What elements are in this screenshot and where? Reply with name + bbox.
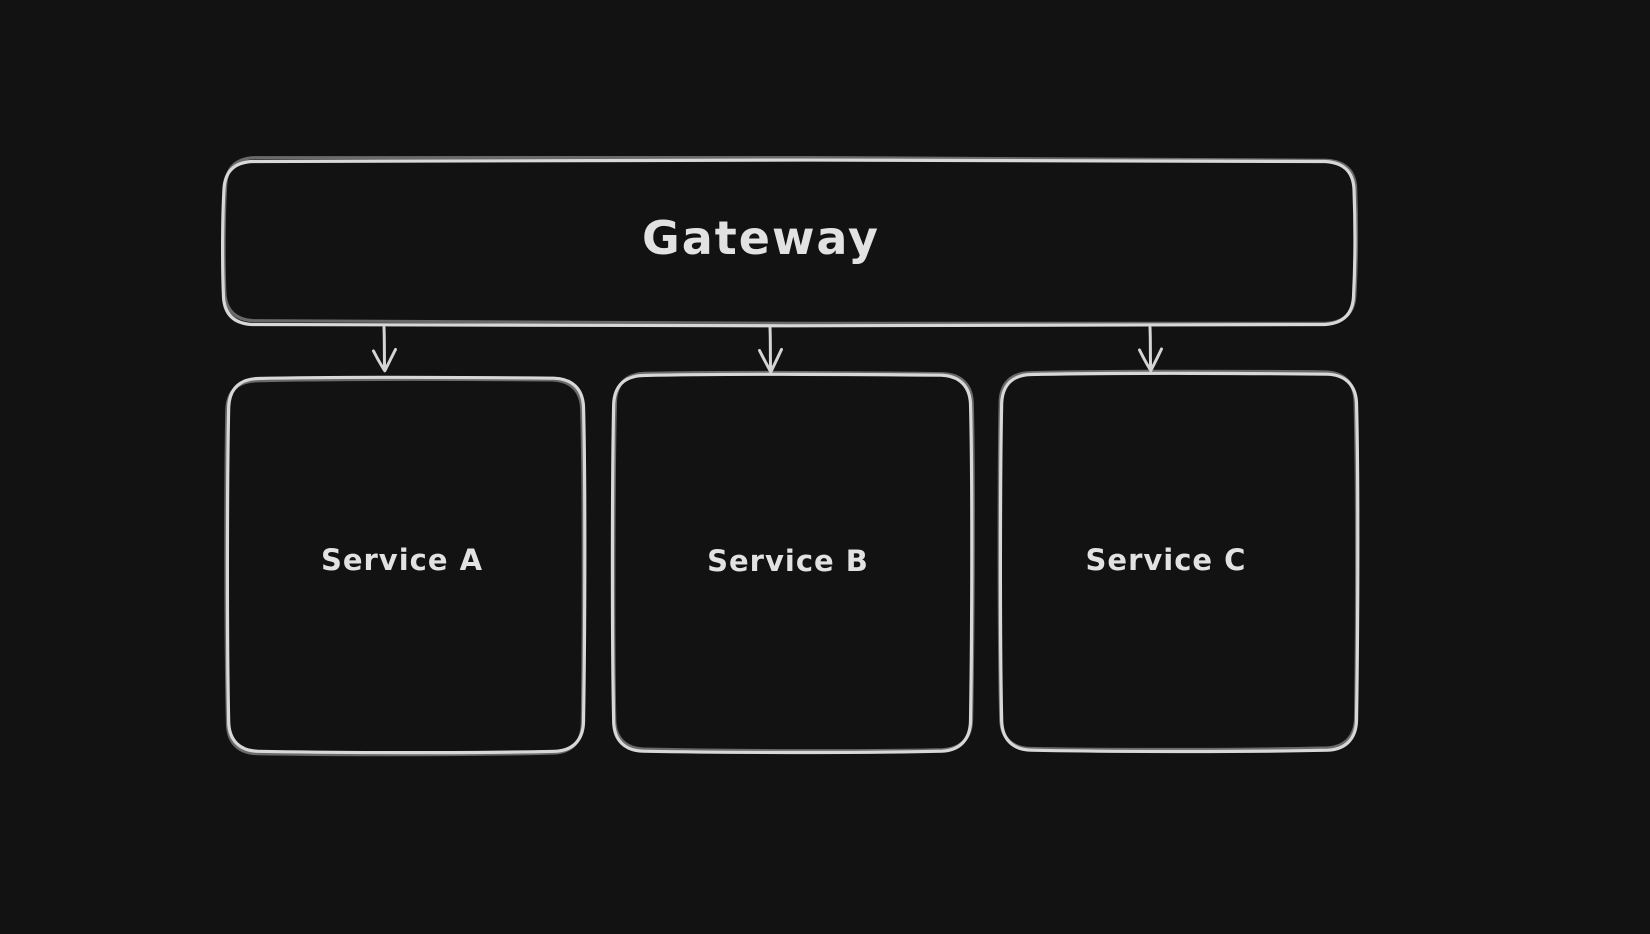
gateway-node [221, 154, 1359, 328]
service-b-node [610, 370, 976, 755]
gateway-label: Gateway [641, 211, 881, 265]
service-a-node [223, 375, 587, 757]
service-c-label: Service C [1085, 543, 1247, 577]
arrow-gateway-to-service-a [372, 326, 397, 373]
arrow-gateway-to-service-b [758, 326, 783, 374]
arrow-gateway-to-service-c [1138, 326, 1163, 372]
service-b-label: Service B [707, 544, 869, 578]
service-a-label: Service A [320, 543, 484, 577]
service-c-node [997, 369, 1360, 754]
